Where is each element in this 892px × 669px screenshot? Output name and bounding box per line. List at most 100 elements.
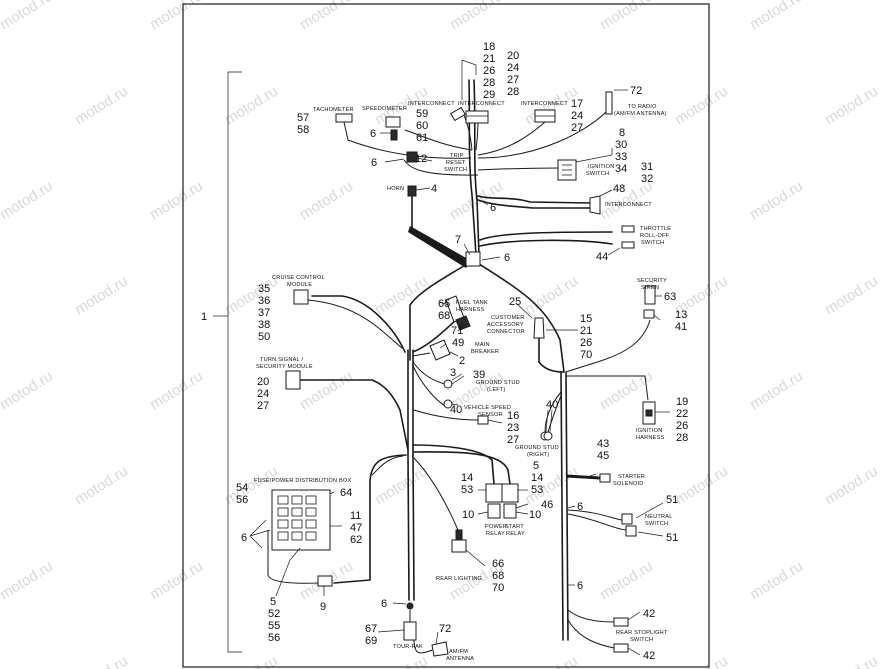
callout-cruise-c: 37 — [258, 307, 270, 319]
watermark-text-21: motod.ru — [72, 273, 131, 319]
starter-solenoid-connector — [599, 473, 611, 483]
callout-3: 3 — [450, 367, 456, 379]
interconnect-mid — [465, 110, 489, 124]
watermark-text-2: motod.ru — [297, 0, 356, 33]
ground-stud-left — [443, 379, 453, 389]
callout-tach-b: 58 — [297, 124, 309, 136]
label-interconnect-48: INTERCONNECT — [605, 202, 652, 208]
component-labels: TACHOMETER SPEEDOMETER INTERCONNECT INTE… — [254, 101, 672, 662]
callout-ic-right-a: 17 — [571, 98, 583, 110]
label-horn: HORN — [387, 186, 404, 192]
callout-fuse-left-b: 56 — [236, 494, 248, 506]
harness-junction — [465, 251, 481, 267]
callout-turn-b: 24 — [257, 388, 269, 400]
callout-speedo-c: 61 — [416, 132, 428, 144]
watermark-text-5: motod.ru — [747, 0, 806, 33]
callout-speedo-b: 60 — [416, 120, 428, 132]
label-breaker: BREAKER — [471, 349, 499, 355]
callout-ignh-c: 26 — [676, 420, 688, 432]
watermark-text-28: motod.ru — [0, 368, 56, 414]
label-trip-switch: SWITCH — [444, 167, 467, 173]
callout-six-right-a: 6 — [577, 501, 583, 513]
watermark-text-40: motod.ru — [822, 463, 881, 509]
watermark-text-7: motod.ru — [72, 83, 131, 129]
label-tachometer: TACHOMETER — [313, 107, 354, 113]
callout-customer-b: 21 — [580, 325, 592, 337]
callout-vss-b: 23 — [507, 422, 519, 434]
watermark-text-46: motod.ru — [597, 558, 656, 604]
components — [271, 91, 656, 657]
rear-lighting-connector — [451, 539, 467, 553]
label-neutral-switch: SWITCH — [645, 521, 668, 527]
watermark-text-12: motod.ru — [822, 83, 881, 129]
label-ignition-switch: IGNITION — [588, 164, 614, 170]
horn-connector — [407, 185, 417, 197]
callout-fuse-6: 6 — [241, 532, 247, 544]
callout-interconnect-48: 48 — [613, 183, 625, 195]
callout-turn-c: 27 — [257, 400, 269, 412]
watermark-text-24: motod.ru — [522, 273, 581, 319]
label-interconnect-mid: INTERCONNECT — [458, 101, 505, 107]
callout-siren-63: 63 — [664, 291, 676, 303]
watermark-text-54: motod.ru — [822, 653, 881, 669]
neutral-switch-connector-b — [625, 525, 637, 537]
callout-numbers: 1 57 58 6 59 60 61 18 21 26 28 29 20 24 … — [201, 41, 688, 662]
callout-six-right-b: 6 — [577, 580, 583, 592]
callout-relay-left-b: 53 — [461, 484, 473, 496]
diagram-frame — [182, 3, 710, 668]
callout-9: 9 — [320, 601, 326, 613]
label-ground-left: GROUND STUD — [476, 380, 520, 386]
turn-signal-module-connector — [285, 370, 301, 390]
security-siren-connector — [644, 285, 656, 305]
label-connector: CONNECTOR — [487, 329, 525, 335]
label-turn-signal: TURN SIGNAL / — [260, 357, 303, 363]
label-stoplight-switch: SWITCH — [630, 637, 653, 643]
callout-ic-mid-c: 27 — [507, 74, 519, 86]
callout-fuse-bottom-d: 56 — [268, 632, 280, 644]
main-breaker — [429, 339, 451, 361]
callout-tourpak-b: 69 — [365, 635, 377, 647]
label-siren: SIREN — [641, 285, 659, 291]
callout-ic-left-d: 28 — [483, 77, 495, 89]
callout-ic-left-a: 18 — [483, 41, 495, 53]
speedometer-connector — [385, 116, 401, 128]
callout-rear-b: 68 — [492, 570, 504, 582]
amfm-antenna-connector — [431, 641, 449, 657]
cruise-control-connector — [293, 289, 309, 305]
callout-49: 49 — [452, 337, 464, 349]
label-ignition-switch-sub: SWITCH — [586, 171, 609, 177]
callout-ign-b: 30 — [615, 139, 627, 151]
watermark-text-39: motod.ru — [672, 463, 731, 509]
watermark-text-33: motod.ru — [747, 368, 806, 414]
watermark-text-15: motod.ru — [147, 178, 206, 224]
harness-wires — [267, 79, 651, 654]
label-solenoid: SOLENOID — [613, 481, 644, 487]
watermark-text-37: motod.ru — [372, 463, 431, 509]
callout-ic-right-b: 24 — [571, 110, 583, 122]
callout-ic-right-c: 27 — [571, 122, 583, 134]
label-main: MAIN — [475, 342, 490, 348]
label-roll-off: ROLL-OFF — [640, 233, 670, 239]
callout-40-left: 40 — [450, 404, 462, 416]
watermark-text-43: motod.ru — [147, 558, 206, 604]
watermark-text-29: motod.ru — [147, 368, 206, 414]
callout-customer-a: 15 — [580, 313, 592, 325]
callout-relay-10a: 10 — [462, 509, 474, 521]
label-security: SECURITY — [637, 278, 667, 284]
label-rear-stoplight: REAR STOPLIGHT — [616, 630, 668, 636]
callout-relay-left-a: 14 — [461, 472, 473, 484]
callout-2: 2 — [459, 355, 465, 367]
callout-turn-a: 20 — [257, 376, 269, 388]
callout-cruise-a: 35 — [258, 283, 270, 295]
label-rear-lighting: REAR LIGHTING — [436, 576, 482, 582]
callout-speedo-a: 59 — [416, 108, 428, 120]
callout-ign-d: 34 — [615, 163, 627, 175]
callout-71: 71 — [451, 325, 463, 337]
callout-neutral-51a: 51 — [666, 494, 678, 506]
watermark-text-16: motod.ru — [297, 178, 356, 224]
callout-ic-mid-b: 24 — [507, 62, 519, 74]
label-power-relay: POWER — [485, 524, 507, 530]
callout-tourpak-a: 67 — [365, 623, 377, 635]
label-vss: VEHICLE SPEED — [464, 405, 511, 411]
